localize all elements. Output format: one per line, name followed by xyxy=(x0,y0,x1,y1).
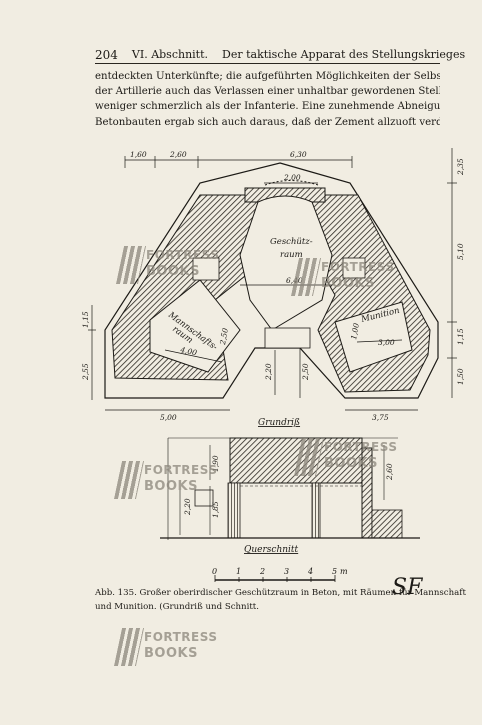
watermark-text: FORTRESS xyxy=(146,248,220,262)
body-line: Betonbauten ergab sich auch daraus, daß … xyxy=(95,116,440,128)
watermark-text: BOOKS xyxy=(324,456,378,471)
svg-text:2,50: 2,50 xyxy=(301,363,310,381)
section-mid-wall xyxy=(311,482,321,539)
figure-caption: Abb. 135. Großer oberirdischer Geschützr… xyxy=(95,586,466,614)
niche-left xyxy=(192,257,220,281)
niche-right xyxy=(342,257,366,279)
plan-dimension-labels: 1,60 2,60 6,30 2,00 2,35 5,10 1,15 1,50 … xyxy=(81,150,465,422)
watermark-text: FORTRESS xyxy=(324,440,398,454)
dim-line-ammo-width xyxy=(356,339,403,343)
watermark-text: FORTRESS xyxy=(144,463,218,477)
svg-text:1,85: 1,85 xyxy=(211,501,220,518)
svg-text:2,55: 2,55 xyxy=(81,363,90,381)
body-text: entdeckten Unterkünfte; die aufgeführten… xyxy=(95,69,440,130)
watermark-text: FORTRESS xyxy=(321,260,395,274)
front-dash-line xyxy=(264,180,319,186)
body-line: entdeckten Unterkünfte; die aufgeführten… xyxy=(95,71,440,82)
svg-text:2,60: 2,60 xyxy=(169,150,187,159)
body-line: der Artillerie auch das Verlassen einer … xyxy=(95,86,440,98)
running-header: 204 VI. Abschnitt. Der taktische Apparat… xyxy=(95,48,465,62)
plan-title: Grundriß xyxy=(258,418,300,428)
svg-text:5: 5 xyxy=(332,567,337,576)
central-passage xyxy=(264,327,311,349)
section-step xyxy=(371,509,403,539)
watermark-text: BOOKS xyxy=(144,479,198,494)
monogram: SF xyxy=(392,575,423,600)
chapter-label: VI. Abschnitt. xyxy=(131,48,209,61)
watermark-logo: FORTRESS BOOKS xyxy=(290,252,394,302)
watermark-bars-icon xyxy=(113,461,145,499)
dim-line-crew-width xyxy=(164,349,223,363)
page-number: 204 xyxy=(95,48,118,62)
svg-text:0: 0 xyxy=(212,567,217,576)
svg-text:5,00: 5,00 xyxy=(160,413,177,422)
header-rule xyxy=(95,63,440,64)
crew-room xyxy=(149,279,241,373)
svg-text:1,60: 1,60 xyxy=(130,150,147,159)
svg-text:2,50: 2,50 xyxy=(218,327,230,346)
watermark-logo: FORTRESS BOOKS xyxy=(293,432,397,482)
section-dimension-labels: 1,90 1,85 2,20 2,60 xyxy=(183,455,394,518)
floor-plan xyxy=(88,148,457,411)
scale-bar xyxy=(214,575,336,582)
svg-text:1,00: 1,00 xyxy=(349,322,361,340)
svg-text:4,00: 4,00 xyxy=(179,345,198,358)
section-window xyxy=(194,489,214,507)
svg-text:5,10: 5,10 xyxy=(456,243,465,260)
svg-text:3: 3 xyxy=(284,567,289,576)
gun-room-label-2: raum xyxy=(280,250,303,260)
caption-line: Abb. 135. Großer oberirdischer Geschützr… xyxy=(95,588,466,598)
watermark-logo: FORTRESS BOOKS xyxy=(115,240,219,290)
svg-text:2: 2 xyxy=(259,567,265,576)
svg-text:1,15: 1,15 xyxy=(456,328,465,345)
svg-text:1: 1 xyxy=(236,567,241,576)
watermark-logo: FORTRESS BOOKS xyxy=(113,622,217,672)
svg-text:2,35: 2,35 xyxy=(456,158,465,176)
ammunition-room xyxy=(334,301,413,373)
body-line: weniger schmerzlich als der Infanterie. … xyxy=(95,101,440,113)
watermark-bars-icon xyxy=(115,246,147,284)
svg-text:1,90: 1,90 xyxy=(211,455,220,472)
svg-text:3,75: 3,75 xyxy=(372,413,389,422)
watermark-bars-icon xyxy=(113,628,145,666)
svg-text:3,00: 3,00 xyxy=(378,338,395,347)
svg-text:1,50: 1,50 xyxy=(456,368,465,385)
svg-text:2,20: 2,20 xyxy=(264,363,273,381)
watermark-text: BOOKS xyxy=(321,276,375,291)
chapter-title: Der taktische Apparat des Stellungskrieg… xyxy=(222,48,466,61)
watermark-bars-icon xyxy=(293,438,325,476)
caption-line: und Munition. (Grundriß und Schnitt. xyxy=(95,602,259,612)
svg-text:6,30: 6,30 xyxy=(290,150,307,159)
watermark-text: BOOKS xyxy=(144,646,198,661)
watermark-logo: FORTRESS BOOKS xyxy=(113,455,217,505)
svg-text:1,15: 1,15 xyxy=(81,311,90,328)
watermark-text: FORTRESS xyxy=(144,630,218,644)
svg-text:2,00: 2,00 xyxy=(283,173,301,182)
gun-room-label-1: Geschütz- xyxy=(270,237,313,247)
svg-text:2,20: 2,20 xyxy=(183,498,192,516)
svg-text:2,60: 2,60 xyxy=(385,463,394,481)
section-title: Querschnitt xyxy=(244,545,299,555)
watermark-text: BOOKS xyxy=(146,264,200,279)
svg-text:4: 4 xyxy=(307,567,313,576)
svg-text:m: m xyxy=(340,567,348,576)
scale-labels: 0 1 2 3 4 5 m xyxy=(212,567,348,576)
gun-room xyxy=(239,195,333,331)
watermark-bars-icon xyxy=(290,258,322,296)
section-front-wall xyxy=(227,482,241,539)
